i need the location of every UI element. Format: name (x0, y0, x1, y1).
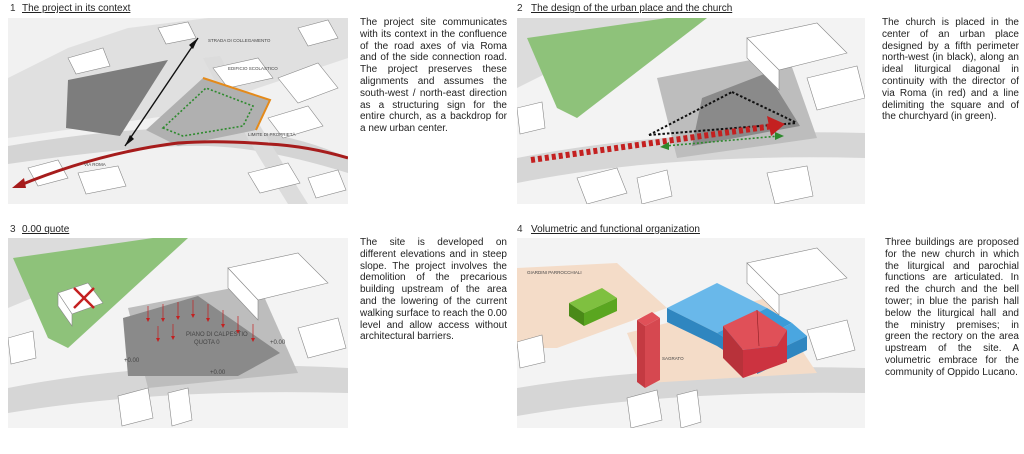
urban-place-diagram (517, 18, 865, 204)
panel-title: 0.00 quote (22, 224, 70, 235)
label-property-limit: LIMITE DI PROPRIETÀ (248, 131, 296, 137)
panel-description: Three buildings are proposed for the new… (885, 237, 1019, 378)
label-level-c: +0.00 (210, 370, 226, 376)
panel-title: Volumetric and functional organization (531, 224, 700, 235)
label-churchyard: SAGRATO (662, 356, 684, 361)
panel-number: 4 (517, 224, 523, 235)
panel-description: The church is placed in the center of an… (882, 17, 1019, 123)
panel-title: The project in its context (22, 3, 131, 14)
label-garden: GIARDINI PARROCCHIALI (527, 270, 582, 275)
label-road-link: STRADA DI COLLEGAMENTO (208, 38, 271, 43)
label-plan-line2: QUOTA 0 (194, 340, 220, 346)
panel-number: 1 (10, 3, 16, 14)
volumetric-diagram: GIARDINI PARROCCHIALI SAGRATO (517, 238, 865, 428)
panel-number: 3 (10, 224, 16, 235)
label-plan-line1: PIANO DI CALPESTIO (186, 332, 248, 338)
panel-title: The design of the urban place and the ch… (531, 3, 733, 14)
label-via-roma: VIA ROMA (84, 162, 106, 167)
label-school-building: EDIFICIO SCOLASTICO (228, 66, 278, 71)
panel-description: The site is developed on different eleva… (360, 237, 507, 343)
panel-number: 2 (517, 3, 523, 14)
label-level-a: +0.00 (124, 358, 140, 364)
label-level-b: +0.00 (270, 340, 286, 346)
context-diagram: STRADA DI COLLEGAMENTO EDIFICIO SCOLASTI… (8, 18, 348, 204)
ground-level-diagram: PIANO DI CALPESTIO QUOTA 0 +0.00 +0.00 +… (8, 238, 348, 428)
panel-description: The project site communicates with its c… (360, 17, 507, 135)
